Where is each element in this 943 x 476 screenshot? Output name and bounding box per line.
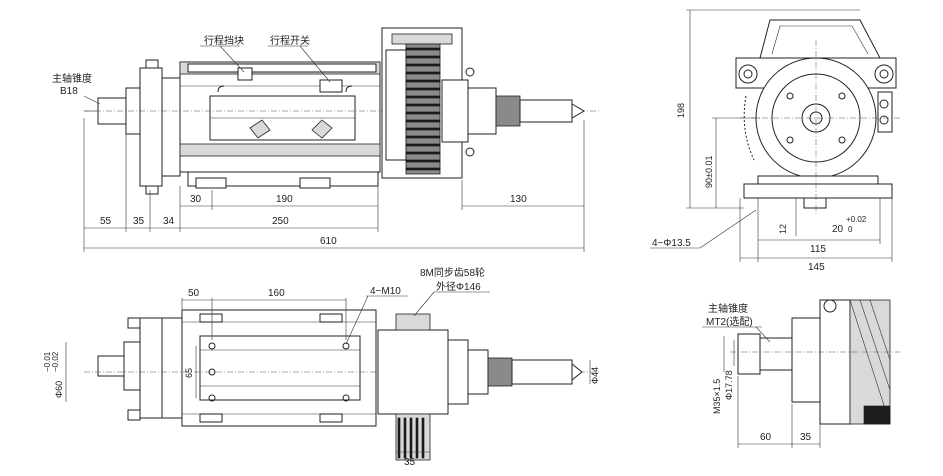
micrometer-knob [495, 95, 521, 127]
tapped-holes-label: 4−M10 [370, 286, 401, 297]
dim-phi60: Φ60 [54, 381, 64, 398]
dim-160: 160 [268, 288, 285, 299]
dim-90: 90±0.01 [704, 156, 714, 188]
pulley-label: 8M同步齿58轮 [420, 266, 485, 279]
side-view: 主轴锥度 MT2(选配) M35×1.5 Φ17.78 60 35 [702, 299, 900, 448]
spindle-taper-value: B18 [60, 86, 78, 97]
dim-250: 250 [272, 216, 289, 227]
dim-35-bottom: 35 [404, 457, 416, 468]
stroke-switch-label: 行程开关 [270, 34, 310, 47]
dim-35-side: 35 [800, 432, 812, 443]
timing-pulley [405, 43, 441, 175]
end-view: 198 90±0.01 12 20 +0.02 0 115 145 4−Φ13.… [650, 9, 900, 273]
front-view: 主轴锥度 B18 行程挡块 行程开关 55 35 34 30 [52, 27, 600, 252]
stroke-stop [237, 67, 253, 81]
pulley-od-label: 外径Φ146 [436, 280, 481, 293]
side-taper-value: MT2(选配) [706, 315, 753, 328]
dim-130: 130 [510, 194, 527, 205]
dim-145: 145 [808, 262, 825, 273]
dim-55: 55 [100, 216, 112, 227]
side-nose [737, 333, 761, 375]
dim-phi60-tol-lower: −0.02 [51, 351, 60, 372]
dim-34: 34 [163, 216, 175, 227]
dim-20: 20 [832, 224, 844, 235]
plan-spindle-nose [97, 355, 125, 377]
dim-30: 30 [190, 194, 202, 205]
dim-phi17: Φ17.78 [724, 370, 734, 400]
dim-610: 610 [320, 236, 337, 247]
dim-60-side: 60 [760, 432, 772, 443]
dim-phi60-tol-upper: −0.01 [43, 351, 52, 372]
plan-view: 8M同步齿58轮 外径Φ146 4−M10 50 160 65 35 Φ44 Φ… [43, 266, 600, 468]
dim-20-tol-lower: 0 [848, 225, 853, 234]
dim-m35: M35×1.5 [712, 379, 722, 414]
end-base [743, 183, 893, 199]
dim-20-tol-upper: +0.02 [846, 215, 867, 224]
dim-65: 65 [184, 368, 194, 378]
dim-phi44: Φ44 [590, 367, 600, 384]
front-flange [139, 67, 163, 187]
plan-pulley-block [377, 329, 449, 415]
dim-115: 115 [810, 244, 826, 255]
spindle-taper-label: 主轴锥度 [52, 72, 92, 85]
side-taper-label: 主轴锥度 [708, 302, 748, 315]
dim-50: 50 [188, 288, 200, 299]
dim-198: 198 [676, 103, 686, 118]
dim-12: 12 [778, 224, 788, 234]
dim-35: 35 [133, 216, 145, 227]
stroke-stop-label: 行程挡块 [204, 34, 244, 47]
dim-190: 190 [276, 194, 293, 205]
front-dimensions: 55 35 34 30 190 250 130 610 [83, 118, 585, 252]
mount-holes-label: 4−Φ13.5 [652, 238, 691, 249]
stroke-switch [319, 79, 343, 93]
